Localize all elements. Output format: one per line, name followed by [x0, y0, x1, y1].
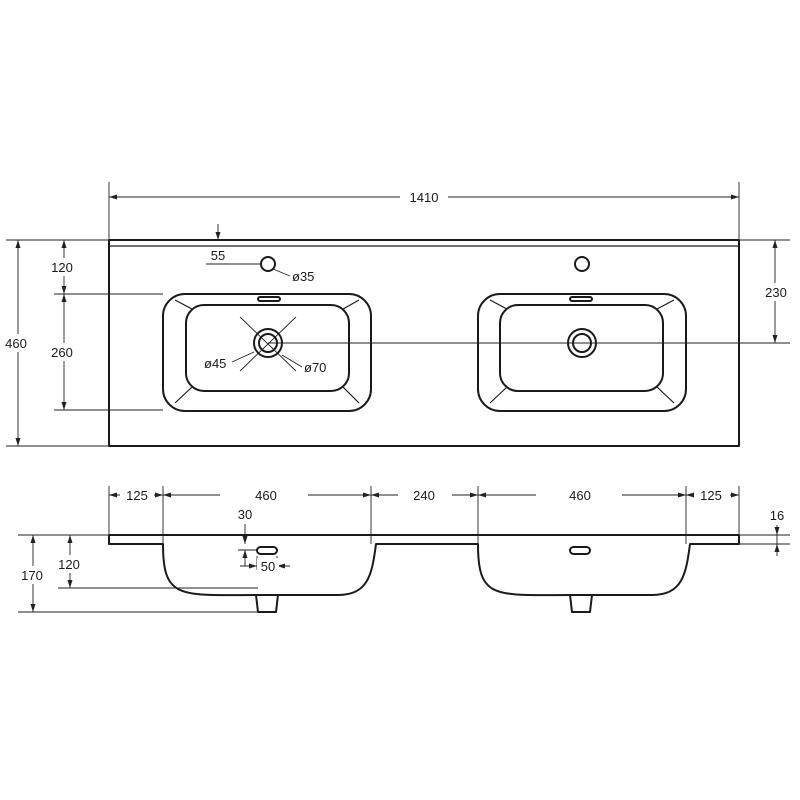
top-view: 1410 460 120 260 [2, 182, 794, 447]
dim-horizontal-chain: 125 460 240 460 125 [108, 485, 740, 544]
label-bowl-right: 460 [569, 488, 591, 503]
label-tap-offset: 55 [211, 248, 225, 263]
label-overflow-height: 30 [238, 507, 252, 522]
label-overflow-width: 50 [261, 559, 275, 574]
label-slab-thickness: 16 [770, 508, 784, 523]
tap-hole [260, 256, 276, 272]
label-gap-between: 240 [413, 488, 435, 503]
side-profile [108, 534, 740, 597]
label-back-to-center: 230 [765, 285, 787, 300]
label-edge-left: 125 [126, 488, 148, 503]
dim-bowl-height: 120 [54, 535, 258, 589]
dim-back-to-center: 230 [739, 239, 794, 343]
drain-stub-left [255, 594, 279, 613]
dim-overflow: 30 50 [238, 507, 290, 574]
dim-drain: ø45 ø70 [204, 316, 790, 375]
label-bowl-depth: 260 [51, 345, 73, 360]
dim-total-height: 170 [18, 534, 258, 613]
dim-tap-offset: 55 [206, 224, 260, 265]
side-view: 125 460 240 460 125 16 170 [18, 485, 790, 613]
label-total-height: 170 [21, 568, 43, 583]
label-front-to-tap: 120 [51, 260, 73, 275]
drain-stub-right [569, 594, 593, 613]
dim-front-to-tap: 120 260 [46, 240, 163, 411]
dim-tap-hole: ø35 [272, 268, 314, 284]
side-overflow-left [256, 546, 278, 555]
label-drain-outer: ø70 [304, 360, 326, 375]
label-bowl-left: 460 [255, 488, 277, 503]
dim-slab-thickness: 16 [739, 508, 790, 556]
right-bowl [477, 256, 687, 412]
label-drain-inner: ø45 [204, 356, 226, 371]
label-edge-right: 125 [700, 488, 722, 503]
label-overall-depth: 460 [5, 336, 27, 351]
dim-overall-width: 1410 [108, 182, 740, 240]
label-tap-hole: ø35 [292, 269, 314, 284]
side-overflow-right [569, 546, 591, 555]
label-overall-width: 1410 [410, 190, 439, 205]
dim-overall-depth: 460 [2, 239, 109, 447]
overflow-slot-right [569, 296, 593, 302]
label-bowl-height: 120 [58, 557, 80, 572]
left-bowl [162, 256, 372, 412]
overflow-slot [257, 296, 281, 302]
tap-hole-right [574, 256, 590, 272]
